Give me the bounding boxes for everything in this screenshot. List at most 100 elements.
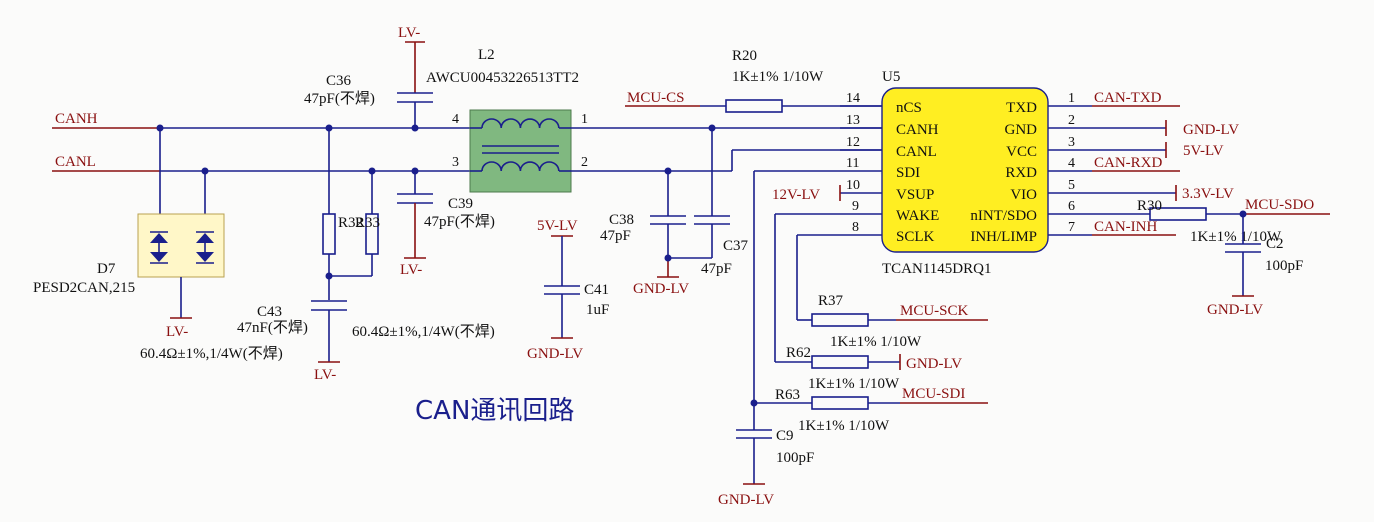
net-label-mcu-sdo: MCU-SDO <box>1245 197 1314 213</box>
net-label-mcu-sdi: MCU-SDI <box>902 386 965 402</box>
u5-pin-name: SDI <box>896 165 920 181</box>
net-label-canl: CANL <box>55 154 96 170</box>
d7-tvs-diode <box>137 128 225 319</box>
c9-ref: C9 <box>776 428 794 444</box>
net-label-mcu-sck: MCU-SCK <box>900 303 969 319</box>
c36-ref: C36 <box>326 73 352 89</box>
r63-resistor <box>754 396 988 410</box>
net-label-can-rxd: CAN-RXD <box>1094 155 1163 171</box>
u5-pin-number: 12 <box>846 135 860 150</box>
c2-value: 100pF <box>1265 258 1303 274</box>
u5-pin-number: 9 <box>852 199 859 214</box>
u5-pin-name: VIO <box>1010 187 1037 203</box>
c39-capacitor <box>397 171 433 259</box>
u5-pin-name: INH/LIMP <box>970 229 1037 245</box>
r20-ref: R20 <box>732 48 757 64</box>
c41-ref: C41 <box>584 282 609 298</box>
u5-pin-number: 11 <box>846 156 859 171</box>
u5-pin-name: WAKE <box>896 208 939 224</box>
power-label-5v: 5V-LV <box>537 218 578 234</box>
r37-resistor <box>811 313 988 327</box>
diagram-title: CAN通讯回路 <box>415 396 574 426</box>
r30-value: 1K±1% 1/10W <box>1190 229 1282 245</box>
net-label-canh: CANH <box>55 111 98 127</box>
u5-pin-name: nINT/SDO <box>970 208 1037 224</box>
d7-value: PESD2CAN,215 <box>33 280 135 296</box>
u5-transceiver <box>840 87 1092 253</box>
u5-pin-name: TXD <box>1006 100 1037 116</box>
power-label-3v3: 3.3V-LV <box>1182 186 1234 202</box>
c38-capacitor <box>650 171 686 258</box>
net-label-can-inh: CAN-INH <box>1094 219 1157 235</box>
net-label-can-txd: CAN-TXD <box>1094 90 1162 106</box>
l2-pin: 1 <box>581 112 588 127</box>
u5-pin-number: 14 <box>846 91 860 106</box>
l2-pin: 4 <box>452 112 459 127</box>
r33-ref: R33 <box>355 215 380 231</box>
l2-pin: 2 <box>581 155 588 170</box>
u5-pin-name: nCS <box>896 100 922 116</box>
c36-capacitor <box>397 41 433 128</box>
power-label-lv: LV- <box>314 367 336 383</box>
c9-capacitor <box>736 429 772 485</box>
c43-ref: C43 <box>257 304 282 320</box>
c41-value: 1uF <box>586 302 609 318</box>
r63-ref: R63 <box>775 387 800 403</box>
power-label-gnd: GND-LV <box>1183 122 1239 138</box>
r62-ref: R62 <box>786 345 811 361</box>
l2-value: AWCU00453226513TT2 <box>426 70 579 86</box>
power-label-lv: LV- <box>398 25 420 41</box>
u5-pin-name: GND <box>1005 122 1038 138</box>
u5-pin-name: VCC <box>1006 144 1037 160</box>
u5-pin-name: RXD <box>1005 165 1037 181</box>
c9-value: 100pF <box>776 450 814 466</box>
u5-pin-number: 10 <box>846 178 860 193</box>
r20-value: 1K±1% 1/10W <box>732 69 824 85</box>
power-label-gnd: GND-LV <box>527 346 583 362</box>
power-label-gnd: GND-LV <box>906 356 962 372</box>
c2-ref: C2 <box>1266 236 1284 252</box>
u5-pin-name: SCLK <box>896 229 935 245</box>
gnd-vcc-stubs <box>1092 120 1167 158</box>
canl-transceiver-wire <box>571 149 882 172</box>
u5-pin-name: CANL <box>896 144 937 160</box>
u5-pin-number: 1 <box>1068 91 1075 106</box>
r30-resistor <box>1092 207 1330 221</box>
l2-ref: L2 <box>478 47 495 63</box>
power-label-gnd: GND-LV <box>718 492 774 508</box>
power-label-gnd: GND-LV <box>1207 302 1263 318</box>
sclk-line <box>796 234 840 321</box>
l2-pin: 3 <box>452 155 459 170</box>
u5-pin-number: 7 <box>1068 220 1075 235</box>
u5-pin-number: 6 <box>1068 199 1075 214</box>
u5-pin-number: 5 <box>1068 178 1075 193</box>
u5-pin-name: VSUP <box>896 187 934 203</box>
vio-stub <box>1092 185 1177 201</box>
junction-dot <box>664 254 672 262</box>
power-label-lv: LV- <box>400 262 422 278</box>
c2-capacitor <box>1225 214 1261 297</box>
u5-pin-number: 8 <box>852 220 859 235</box>
u5-pin-name: CANH <box>896 122 939 138</box>
u5-pin-number: 3 <box>1068 135 1075 150</box>
u5-pin-number: 4 <box>1068 156 1075 171</box>
r63-value: 1K±1% 1/10W <box>798 418 890 434</box>
r30-ref: R30 <box>1137 198 1162 214</box>
c41-capacitor <box>544 235 580 339</box>
r62-resistor <box>811 354 901 370</box>
d7-ref: D7 <box>97 261 116 277</box>
u5-part-number: TCAN1145DRQ1 <box>882 261 991 277</box>
r37-ref: R37 <box>818 293 844 309</box>
c37-ref: C37 <box>723 238 749 254</box>
power-label-12v: 12V-LV <box>772 187 820 203</box>
r32-ref: R32 <box>338 215 363 231</box>
r33-resistor <box>329 171 379 277</box>
c37-value: 47pF <box>701 261 732 277</box>
c38-ref: C38 <box>609 212 634 228</box>
c36-value: 47pF(不焊) <box>304 90 375 107</box>
net-label-mcu-cs: MCU-CS <box>627 90 685 106</box>
wake-line <box>774 213 840 363</box>
power-label-5v: 5V-LV <box>1183 143 1224 159</box>
r33-value: 60.4Ω±1%,1/4W(不焊) <box>352 323 495 340</box>
